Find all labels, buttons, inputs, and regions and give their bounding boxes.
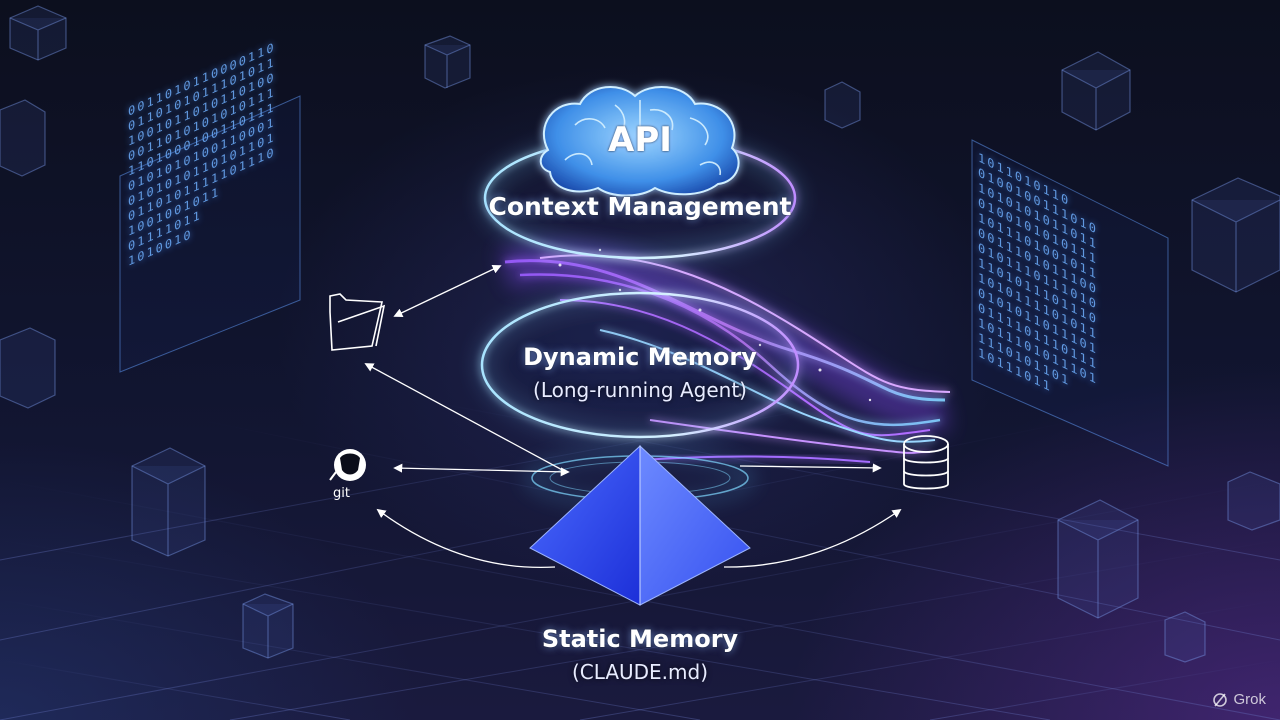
pyramid-icon xyxy=(529,444,751,606)
dynamic-memory-title: Dynamic Memory xyxy=(523,343,757,371)
grok-logo-icon xyxy=(1213,692,1228,707)
folder-icon xyxy=(329,293,386,351)
arrow-git-pyramid xyxy=(393,463,570,477)
dynamic-memory-subtitle: (Long-running Agent) xyxy=(533,378,747,402)
grok-brand-name: Grok xyxy=(1233,691,1266,708)
api-label: API xyxy=(608,120,672,160)
arrow-folder-context xyxy=(393,265,502,317)
connector-arrows xyxy=(364,265,902,569)
database-icon xyxy=(903,435,949,490)
git-label: git xyxy=(333,486,350,501)
arrow-pyramid-git xyxy=(376,508,556,569)
git-icon xyxy=(329,449,366,481)
static-memory-title: Static Memory xyxy=(541,625,739,653)
brain-icon xyxy=(539,85,740,197)
context-management-label: Context Management xyxy=(488,192,792,221)
arrow-pyramid-database xyxy=(739,463,882,473)
static-memory-subtitle: (CLAUDE.md) xyxy=(571,660,709,684)
grok-watermark: Grok xyxy=(1212,691,1266,708)
arrow-pyramid-database-lower xyxy=(723,508,902,568)
floating-cubes xyxy=(0,5,1280,663)
binary-panel-frames xyxy=(119,95,1169,467)
dynamic-ring xyxy=(478,289,802,441)
arrow-folder-pyramid xyxy=(364,363,567,473)
